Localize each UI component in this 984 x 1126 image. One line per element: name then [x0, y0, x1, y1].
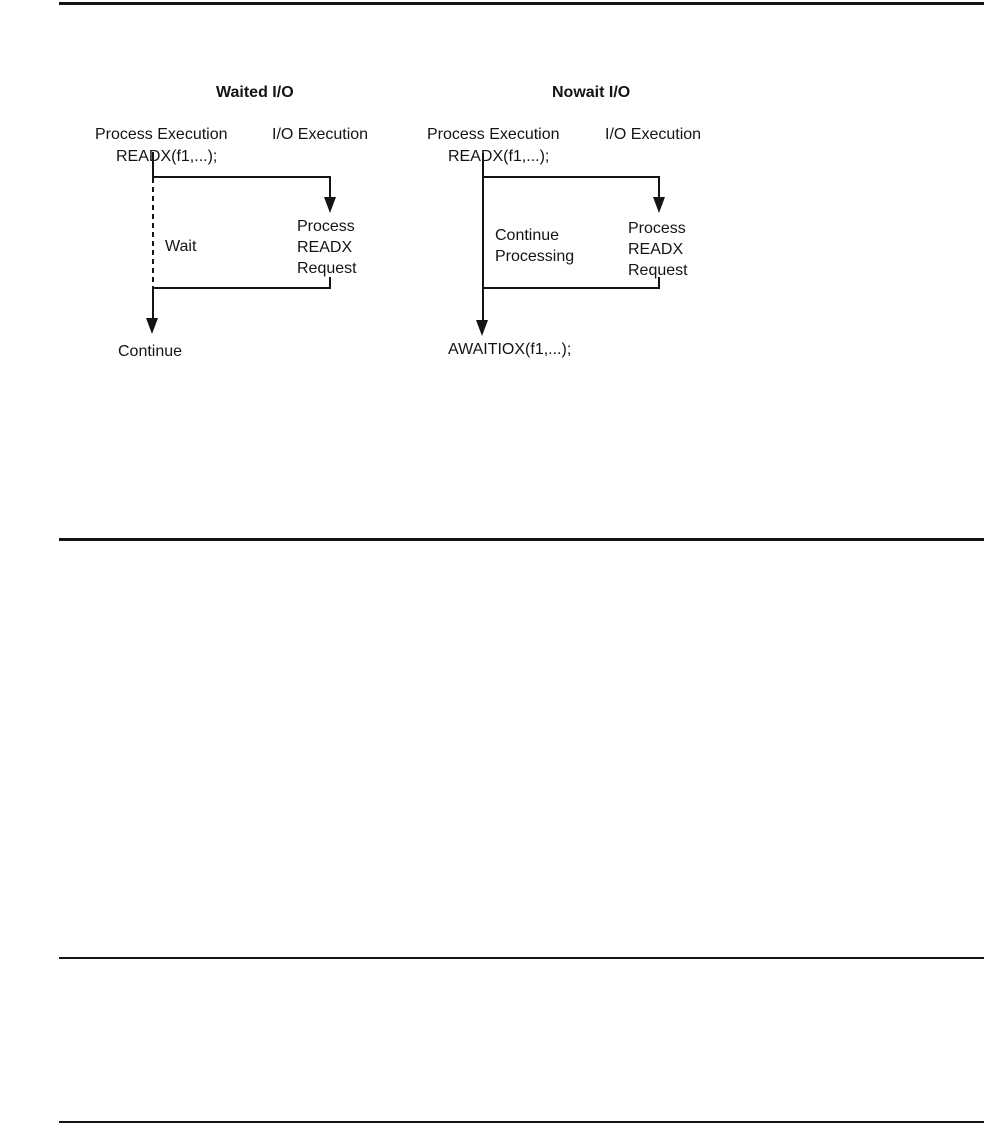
nowait-io-timeline-end	[658, 277, 660, 289]
nowait-awaitiox-arrowhead	[476, 320, 488, 336]
nowait-io-execution-header: I/O Execution	[605, 126, 702, 143]
horizontal-rule-bottom	[59, 1121, 984, 1123]
nowait-completion-return-line	[482, 287, 660, 289]
nowait-process-timeline	[482, 153, 484, 320]
waited-process-execution-header: Process Execution	[95, 126, 228, 143]
waited-request-branch-line	[152, 176, 331, 178]
nowait-request-branch-line	[482, 176, 660, 178]
waited-io-arrowhead	[324, 197, 336, 213]
waited-continue-label: Continue	[118, 343, 183, 360]
waited-wait-label: Wait	[165, 238, 197, 255]
waited-wait-dashed-line	[152, 178, 154, 288]
waited-process-timeline-bottom	[152, 287, 154, 320]
waited-io-title: Waited I/O	[216, 84, 294, 101]
horizontal-rule-top	[59, 2, 984, 5]
waited-readx-call-label: READX(f1,...);	[116, 148, 218, 165]
waited-continue-arrowhead	[146, 318, 158, 334]
nowait-io-timeline-start	[658, 176, 660, 198]
waited-completion-return-line	[152, 287, 331, 289]
waited-io-timeline-start	[329, 176, 331, 198]
nowait-io-title: Nowait I/O	[552, 84, 631, 101]
nowait-awaitiox-call-label: AWAITIOX(f1,...);	[448, 341, 572, 358]
waited-process-timeline-top	[152, 152, 154, 178]
nowait-readx-call-label: READX(f1,...);	[448, 148, 550, 165]
waited-io-execution-header: I/O Execution	[272, 126, 369, 143]
waited-io-timeline-end	[329, 277, 331, 289]
nowait-process-execution-header: Process Execution	[427, 126, 560, 143]
horizontal-rule-middle	[59, 538, 984, 541]
horizontal-rule-lower	[59, 957, 984, 959]
nowait-io-arrowhead	[653, 197, 665, 213]
